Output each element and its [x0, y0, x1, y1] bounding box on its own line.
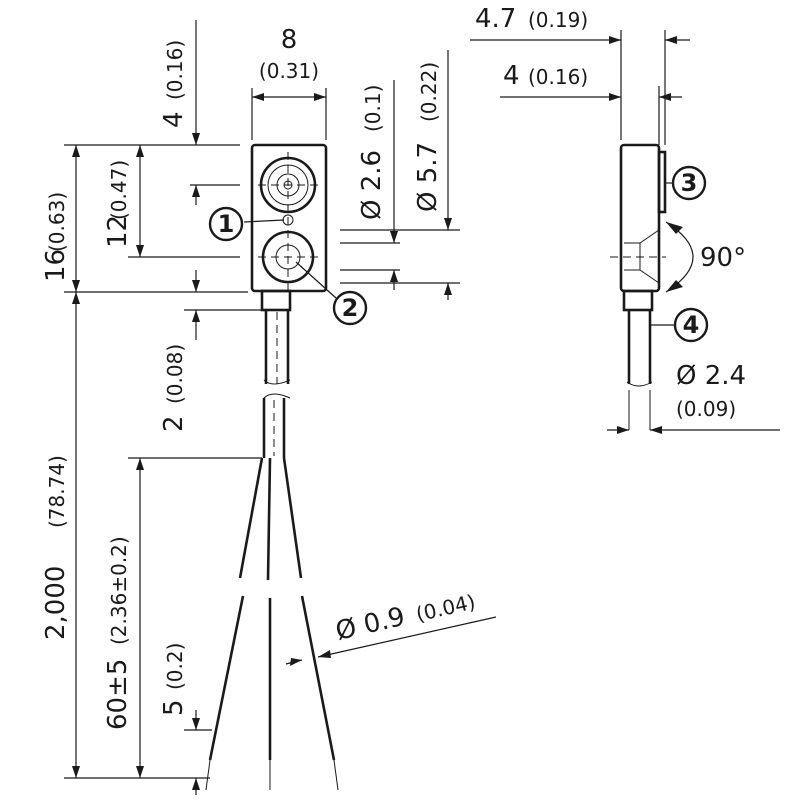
dim-strip-length-in: (2.36±0.2) — [107, 536, 131, 645]
callout-4: 4 — [673, 307, 709, 343]
wires-lower — [208, 595, 336, 761]
dim-wire-dia: Ø 0.9 — [333, 602, 408, 647]
dim-width: 8 — [281, 25, 298, 55]
dim-top-offset-in: (0.16) — [163, 40, 187, 100]
dim-side-depth-a: 4.7 — [475, 4, 516, 34]
dim-cable-dia-in: (0.09) — [676, 397, 736, 421]
dim-lens-small: Ø 2.6 — [357, 150, 387, 220]
dim-cable-length: 2,000 — [41, 566, 71, 640]
dim-tip: 5 — [159, 699, 189, 716]
wires-upper — [238, 457, 303, 581]
svg-text:4: 4 — [683, 311, 700, 339]
dim-neck-in: (0.08) — [163, 344, 187, 404]
dim-strip-length: 60±5 — [103, 659, 133, 730]
dim-lens-large-in: (0.22) — [417, 62, 441, 122]
dim-lens-large: Ø 5.7 — [413, 142, 443, 212]
dim-width-in: (0.31) — [259, 59, 319, 83]
callout-3: 3 — [671, 165, 707, 201]
callout-2: 2 — [332, 290, 368, 326]
cable-upper — [264, 310, 290, 384]
dim-side-depth-a-in: (0.19) — [528, 8, 588, 32]
cable-neck — [260, 289, 292, 312]
dim-total-height: 16 — [41, 249, 71, 282]
dim-upper-height-in: (0.47) — [107, 160, 131, 220]
dim-upper-height: 12 — [103, 215, 133, 248]
dim-top-offset: 4 — [159, 111, 189, 128]
dim-side-depth-b-in: (0.16) — [528, 65, 588, 89]
dim-cable-length-in: (78.74) — [45, 455, 69, 528]
svg-text:2: 2 — [342, 294, 359, 322]
svg-text:3: 3 — [681, 169, 698, 197]
dim-tip-in: (0.2) — [163, 643, 187, 690]
dim-cable-dia: Ø 2.4 — [676, 361, 746, 391]
dim-lens-small-in: (0.1) — [361, 85, 385, 132]
dim-angle: 90° — [700, 243, 746, 273]
side-cable — [627, 310, 652, 384]
svg-text:1: 1 — [218, 210, 235, 238]
cable-lower — [262, 398, 286, 458]
dim-wire-dia-in: (0.04) — [414, 590, 478, 627]
callout-1: 1 — [208, 206, 244, 242]
dim-neck: 2 — [159, 415, 189, 432]
dim-side-depth-b: 4 — [503, 61, 520, 91]
dim-total-height-in: (0.63) — [45, 192, 69, 252]
